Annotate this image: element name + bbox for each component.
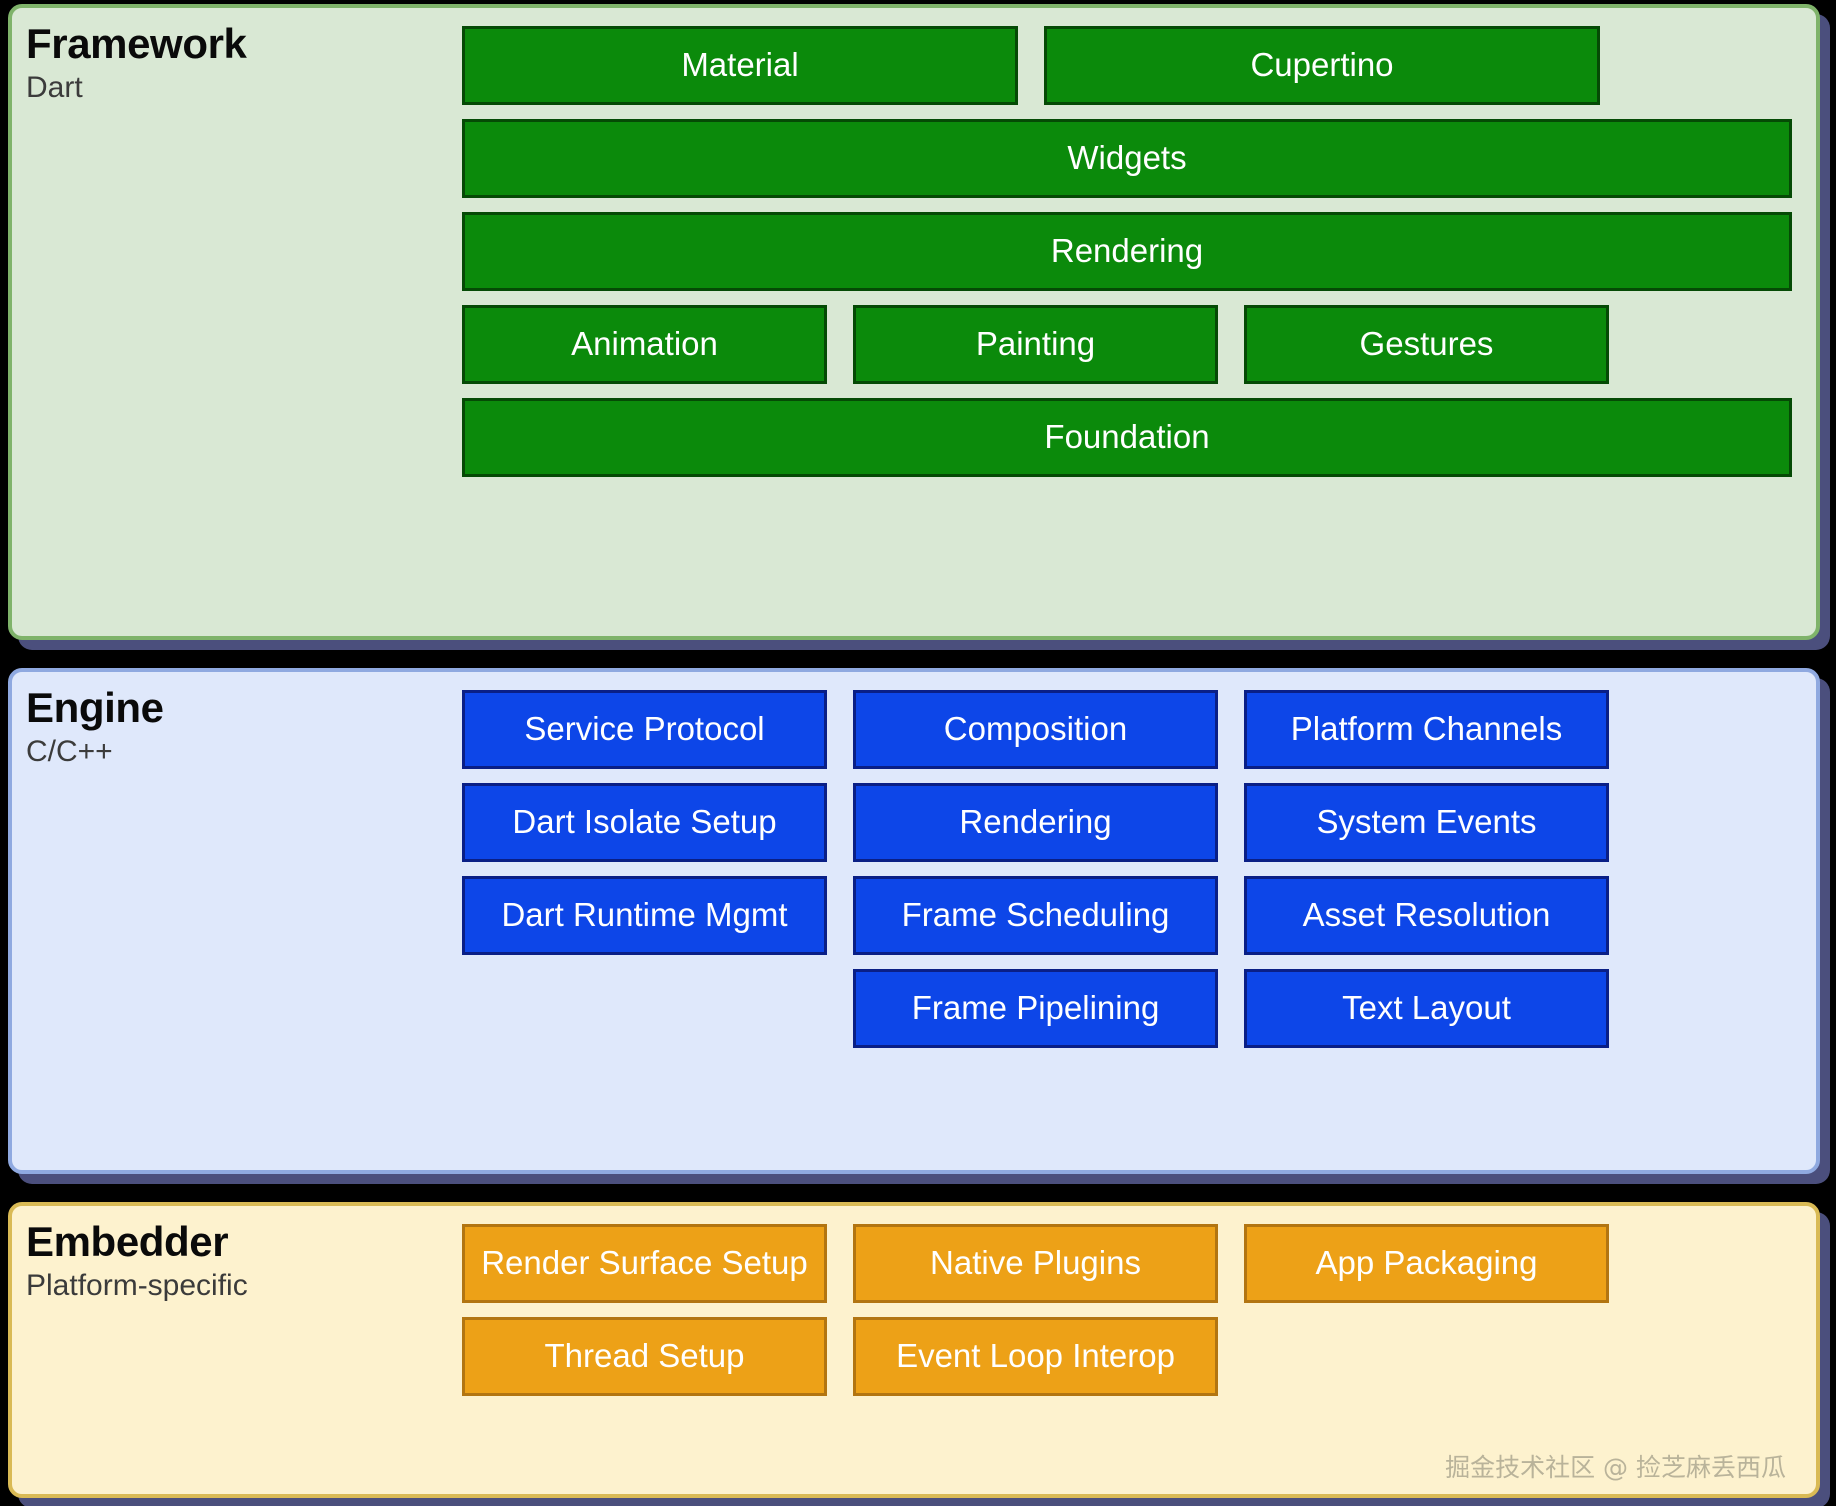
layer-framework-title: Framework: [26, 20, 247, 67]
box-foundation[interactable]: Foundation: [462, 398, 1792, 477]
box-thread-setup[interactable]: Thread Setup: [462, 1317, 827, 1396]
box-app-packaging[interactable]: App Packaging: [1244, 1224, 1609, 1303]
box-painting[interactable]: Painting: [853, 305, 1218, 384]
engine-row-4: Frame Pipelining Text Layout: [462, 969, 1792, 1048]
engine-row-2: Dart Isolate Setup Rendering System Even…: [462, 783, 1792, 862]
layer-engine: Engine C/C++ Service Protocol Compositio…: [8, 668, 1820, 1174]
box-frame-scheduling[interactable]: Frame Scheduling: [853, 876, 1218, 955]
embedder-row-2: Thread Setup Event Loop Interop: [462, 1317, 1792, 1396]
layer-embedder-subtitle: Platform-specific: [26, 1268, 248, 1302]
framework-row-2: Widgets: [462, 119, 1792, 198]
box-render-surface-setup[interactable]: Render Surface Setup: [462, 1224, 827, 1303]
box-frame-pipelining[interactable]: Frame Pipelining: [853, 969, 1218, 1048]
engine-row-4-spacer: [462, 969, 827, 1048]
embedder-row-1: Render Surface Setup Native Plugins App …: [462, 1224, 1792, 1303]
box-native-plugins[interactable]: Native Plugins: [853, 1224, 1218, 1303]
framework-row-1: Material Cupertino: [462, 26, 1792, 105]
layer-engine-title: Engine: [26, 684, 164, 731]
framework-row-5: Foundation: [462, 398, 1792, 477]
box-rendering-framework[interactable]: Rendering: [462, 212, 1792, 291]
box-platform-channels[interactable]: Platform Channels: [1244, 690, 1609, 769]
engine-row-3: Dart Runtime Mgmt Frame Scheduling Asset…: [462, 876, 1792, 955]
engine-box-grid: Service Protocol Composition Platform Ch…: [462, 690, 1792, 1048]
layer-embedder-header: Embedder Platform-specific: [26, 1218, 426, 1302]
layer-embedder-title: Embedder: [26, 1218, 229, 1265]
box-widgets[interactable]: Widgets: [462, 119, 1792, 198]
layer-engine-header: Engine C/C++: [26, 684, 426, 768]
layer-framework-header: Framework Dart: [26, 20, 426, 104]
box-gestures[interactable]: Gestures: [1244, 305, 1609, 384]
box-event-loop-interop[interactable]: Event Loop Interop: [853, 1317, 1218, 1396]
framework-row-4: Animation Painting Gestures: [462, 305, 1792, 384]
box-composition[interactable]: Composition: [853, 690, 1218, 769]
box-text-layout[interactable]: Text Layout: [1244, 969, 1609, 1048]
layer-framework: Framework Dart Material Cupertino Widget…: [8, 4, 1820, 640]
layer-framework-subtitle: Dart: [26, 70, 83, 104]
layer-embedder: Embedder Platform-specific Render Surfac…: [8, 1202, 1820, 1498]
box-cupertino[interactable]: Cupertino: [1044, 26, 1600, 105]
box-dart-runtime-mgmt[interactable]: Dart Runtime Mgmt: [462, 876, 827, 955]
watermark: 掘金技术社区 @ 捡芝麻丢西瓜: [1445, 1453, 1786, 1482]
box-material[interactable]: Material: [462, 26, 1018, 105]
box-system-events[interactable]: System Events: [1244, 783, 1609, 862]
embedder-box-grid: Render Surface Setup Native Plugins App …: [462, 1224, 1792, 1396]
box-asset-resolution[interactable]: Asset Resolution: [1244, 876, 1609, 955]
box-rendering-engine[interactable]: Rendering: [853, 783, 1218, 862]
layer-engine-subtitle: C/C++: [26, 734, 113, 768]
box-animation[interactable]: Animation: [462, 305, 827, 384]
box-service-protocol[interactable]: Service Protocol: [462, 690, 827, 769]
engine-row-1: Service Protocol Composition Platform Ch…: [462, 690, 1792, 769]
box-dart-isolate-setup[interactable]: Dart Isolate Setup: [462, 783, 827, 862]
framework-row-3: Rendering: [462, 212, 1792, 291]
framework-box-grid: Material Cupertino Widgets Rendering Ani…: [462, 26, 1792, 477]
